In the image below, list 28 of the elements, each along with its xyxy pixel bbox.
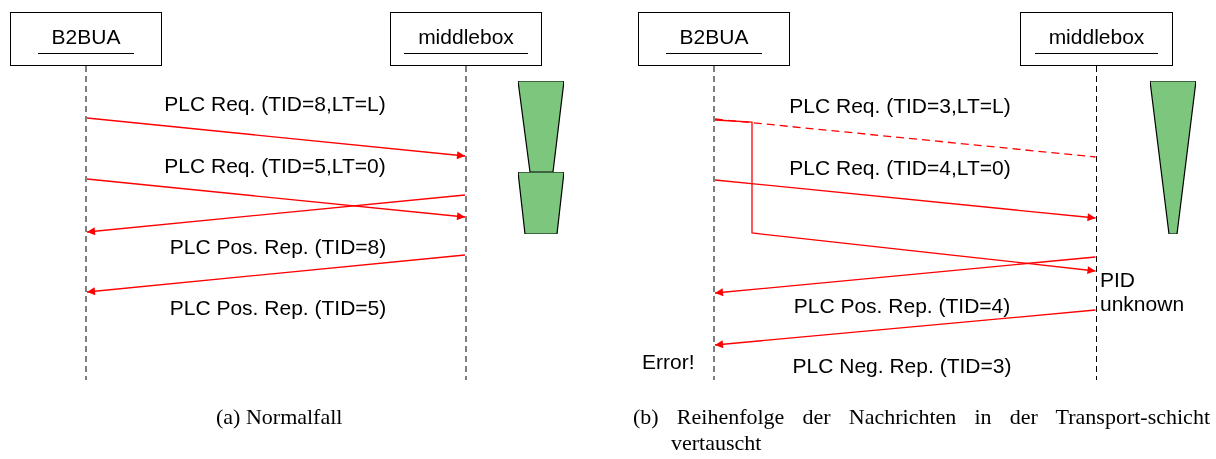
message-arrow bbox=[714, 119, 1097, 275]
message-arrow bbox=[714, 256, 1097, 297]
edge-label: PLC Pos. Rep. (TID=4) bbox=[793, 294, 1011, 318]
edge-label: PLC Req. (TID=5,LT=0) bbox=[164, 154, 386, 178]
error-text: Error! bbox=[642, 350, 695, 374]
figure-caption: (a) Normalfall bbox=[216, 404, 344, 430]
edge-label: PLC Neg. Rep. (TID=3) bbox=[792, 354, 1012, 378]
figure-caption: (b) Reihenfolge der Nachrichten in der Transport-schicht vertauscht bbox=[633, 404, 1210, 456]
timer-bar bbox=[518, 81, 564, 172]
message-arrow bbox=[86, 117, 466, 160]
participant-box: middlebox bbox=[1020, 12, 1173, 66]
participant-box: middlebox bbox=[390, 12, 542, 66]
message-arrow bbox=[86, 178, 466, 221]
participant-box: B2BUA bbox=[638, 12, 790, 66]
edge-label: PLC Pos. Rep. (TID=8) bbox=[169, 235, 387, 259]
message-line bbox=[714, 118, 1097, 158]
edge-label: PLC Pos. Rep. (TID=5) bbox=[169, 296, 387, 320]
edge-label: PLC Req. (TID=4,LT=0) bbox=[789, 156, 1011, 180]
edge-label: PLC Req. (TID=8,LT=L) bbox=[164, 92, 386, 116]
note-text: PID unknown bbox=[1100, 268, 1186, 316]
timer-bar bbox=[1150, 81, 1196, 234]
timer-bar bbox=[518, 172, 564, 234]
message-arrow bbox=[714, 309, 1097, 349]
edge-label: PLC Req. (TID=3,LT=L) bbox=[789, 94, 1011, 118]
message-arrow bbox=[86, 254, 466, 296]
message-arrow bbox=[714, 179, 1097, 222]
participant-box: B2BUA bbox=[10, 12, 162, 66]
message-arrow bbox=[86, 194, 466, 236]
